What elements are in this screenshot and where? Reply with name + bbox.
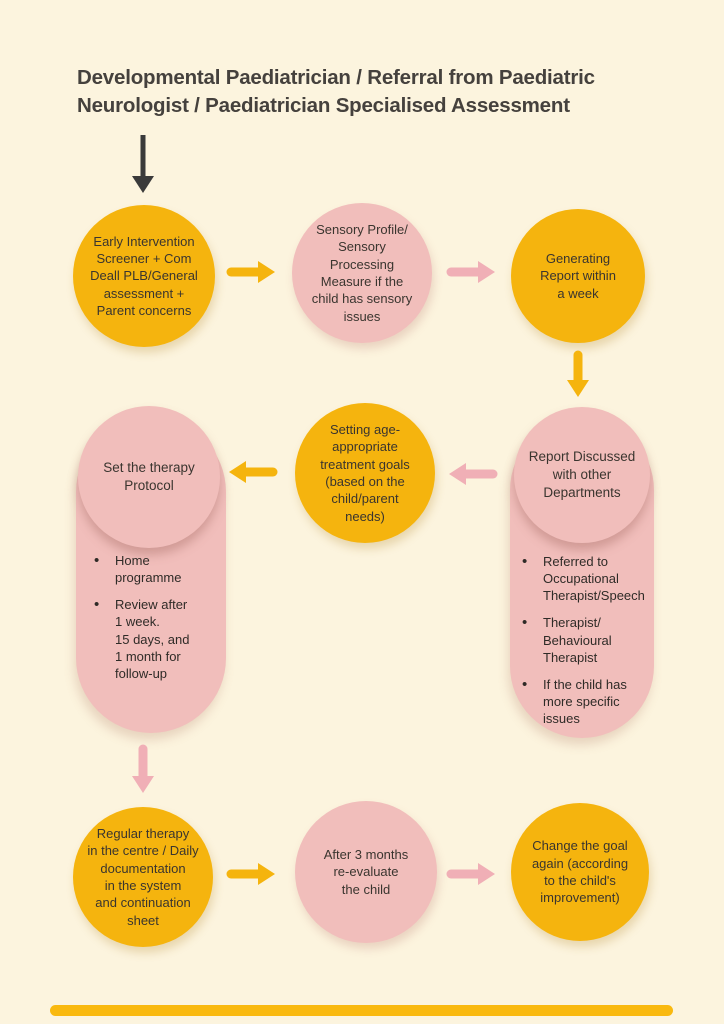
arrow-early-to-sensory [226,261,275,283]
arrow-evaluate-to-change [446,863,495,885]
arrow-protocol-down [132,744,154,793]
node-label: After 3 months re-evaluate the child [323,847,409,897]
arrow-generating-down [567,350,589,397]
arrow-regular-to-evaluate [226,863,275,885]
node-label: Sensory Profile/ Sensory Processing Meas… [311,222,413,324]
bullet-item: Home programme [92,551,214,586]
node-sensory-profile: Sensory Profile/ Sensory Processing Meas… [292,203,432,343]
pill-heading-circle: Report Discussed with other Departments [514,407,650,543]
bullet-text: Review after 1 week. 15 days, and 1 mont… [115,597,190,681]
node-re-evaluate: After 3 months re-evaluate the child [295,801,437,943]
node-setting-goals: Setting age- appropriate treatment goals… [295,403,435,543]
node-label: Generating Report within a week [540,251,616,301]
node-label: Report Discussed with other Departments [528,448,636,501]
bullet-item: Review after 1 week. 15 days, and 1 mont… [92,595,214,682]
arrow-report-to-goals [449,463,498,485]
node-label: Setting age- appropriate treatment goals… [320,422,410,524]
bullet-text: Referred to Occupational Therapist/Speec… [543,554,645,604]
node-early-intervention: Early Intervention Screener + Com Deall … [73,205,215,347]
bullet-list: Referred to Occupational Therapist/Speec… [520,552,650,737]
arrow-sensory-to-generating [446,261,495,283]
arrow-head [132,776,154,793]
bullet-text: If the child has more specific issues [543,676,627,727]
arrow-head [449,463,466,485]
node-label: Set the therapy Protocol [103,459,195,493]
arrow-head [478,863,495,885]
node-generating-report: Generating Report within a week [511,209,645,343]
bottom-accent-bar [50,1005,673,1016]
node-label: Regular therapy in the centre / Daily do… [87,826,199,928]
node-therapy-protocol: Set the therapy Protocol Home programme … [76,406,226,733]
bullet-text: Therapist/ Behavioural Therapist [543,615,612,665]
arrow-head [258,863,275,885]
node-report-discussed: Report Discussed with other Departments … [510,405,654,738]
arrow-head [478,261,495,283]
arrow-head [229,461,246,483]
arrow-title-down [132,135,154,193]
node-label: Early Intervention Screener + Com Deall … [90,233,198,318]
pill-heading-circle: Set the therapy Protocol [78,406,220,548]
bullet-list: Home programme Review after 1 week. 15 d… [92,551,214,692]
page-title: Developmental Paediatrician / Referral f… [77,66,595,118]
bullet-text: Home programme [115,553,182,586]
bullet-item: Therapist/ Behavioural Therapist [520,613,650,665]
arrow-goals-to-protocol [229,461,278,483]
arrow-head [132,176,154,193]
arrow-head [567,380,589,397]
node-label: Change the goal again (according to the … [531,838,629,906]
bullet-item: If the child has more specific issues [520,675,650,727]
node-change-goal: Change the goal again (according to the … [511,803,649,941]
node-regular-therapy: Regular therapy in the centre / Daily do… [73,807,213,947]
arrow-head [258,261,275,283]
bullet-item: Referred to Occupational Therapist/Speec… [520,552,650,604]
